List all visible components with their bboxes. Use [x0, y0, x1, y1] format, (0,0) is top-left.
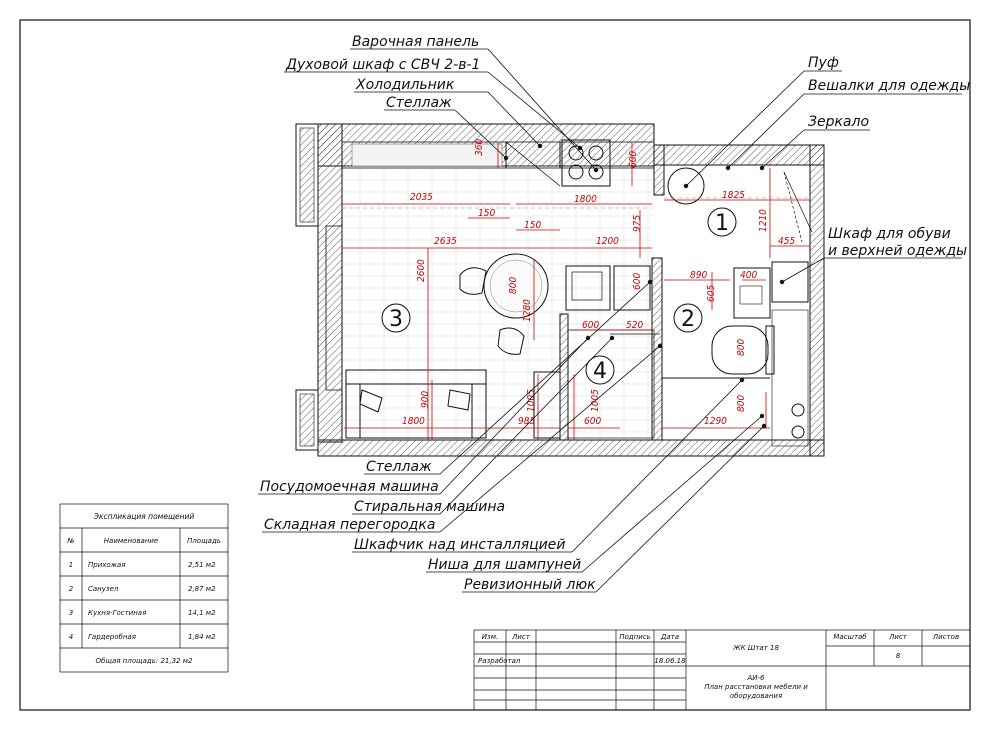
stamp-sheet-code: АИ-6	[746, 674, 765, 682]
dim-2035: 2035	[410, 192, 433, 203]
callout-fridge: Холодильник	[355, 77, 455, 93]
callout-installation-cabinet: Шкафчик над инсталляцией	[354, 537, 565, 553]
dim-150b: 150	[524, 220, 541, 231]
table-row-num: 3	[69, 609, 73, 617]
explication-header-num: №	[66, 537, 74, 545]
dim-1210: 1210	[758, 209, 769, 232]
room-markers: 1 2 3 4	[381, 207, 737, 385]
kitchen-sink	[565, 265, 611, 311]
callout-folding-partition: Складная перегородка	[264, 517, 435, 533]
table-row-area: 2,51 м2	[188, 561, 216, 569]
dim-975: 975	[632, 215, 643, 232]
callout-shoe-cabinet: Шкаф для обуви	[828, 226, 951, 242]
table-row-area: 2,87 м2	[188, 585, 216, 593]
table-row-num: 4	[69, 633, 73, 641]
explication-total: Общая площадь: 21,32 м2	[96, 657, 193, 665]
table-row-name: Гардеробная	[88, 633, 136, 641]
dim-150a: 150	[478, 208, 495, 219]
room-4: 4	[593, 359, 607, 384]
dim-600c: 600	[582, 320, 599, 331]
room-2: 2	[681, 307, 695, 332]
title-block	[473, 629, 971, 711]
dim-1800b: 1800	[402, 416, 425, 427]
dim-600b: 600	[632, 273, 643, 290]
table-row-name: Кухня-Гостиная	[88, 609, 146, 617]
table-row-name: Санузел	[88, 585, 119, 593]
callouts-bottom	[258, 281, 765, 593]
callout-washer: Стиральная машина	[354, 499, 505, 515]
callout-shelf-top: Стеллаж	[386, 95, 452, 111]
bath-fixtures	[662, 261, 809, 447]
dim-1280: 1280	[522, 299, 533, 322]
cooktop	[561, 139, 611, 187]
stamp-signature: Подпись	[619, 633, 651, 641]
explication-header-area: Площадь	[187, 537, 221, 545]
table-row-num: 1	[69, 561, 73, 569]
room-3: 3	[389, 307, 403, 332]
callout-pouf: Пуф	[808, 55, 839, 71]
sofa	[345, 369, 487, 439]
dim-800a: 800	[508, 277, 519, 294]
dim-900: 900	[420, 391, 431, 408]
callout-mirror: Зеркало	[808, 114, 869, 130]
callouts-top	[284, 48, 597, 171]
callout-hangers: Вешалки для одежды	[808, 78, 970, 94]
dining-table	[459, 253, 549, 355]
dim-2635: 2635	[434, 236, 457, 247]
stamp-developer: Разработал	[478, 657, 521, 665]
dim-985: 985	[518, 416, 535, 427]
dim-1290: 1290	[704, 416, 727, 427]
stamp-sheet-value: 8	[896, 652, 901, 660]
callouts-right	[685, 70, 962, 283]
callout-dishwasher: Посудомоечная машина	[260, 479, 439, 495]
dim-360: 360	[474, 139, 485, 156]
stamp-scale: Масштаб	[833, 633, 867, 641]
stamp-sheet: Лист	[888, 633, 908, 641]
dim-455: 455	[778, 236, 795, 247]
callout-shampoo-niche: Ниша для шампуней	[428, 557, 581, 573]
dim-800c: 800	[736, 395, 747, 412]
stamp-izm: Изм.	[482, 633, 498, 641]
stamp-sheets-total: Листов	[932, 633, 959, 641]
callout-shoe-cabinet-2: и верхней одежды	[828, 243, 967, 259]
dim-400: 400	[740, 270, 757, 281]
dim-1800a: 1800	[574, 194, 597, 205]
floor-plan: 360 600 1825 1210 2035 1800 150 150 975 …	[295, 123, 825, 457]
pouf	[667, 167, 705, 205]
stamp-sheet-title-2: оборудования	[730, 692, 782, 700]
dim-1005a: 1005	[526, 389, 537, 412]
callout-oven: Духовой шкаф с СВЧ 2-в-1	[285, 57, 480, 73]
callout-access-hatch: Ревизионный люк	[464, 577, 596, 593]
dim-600d: 600	[584, 416, 601, 427]
dim-605: 605	[706, 285, 717, 302]
dim-520: 520	[626, 320, 643, 331]
explication-table	[59, 503, 229, 673]
stamp-list: Лист	[511, 633, 531, 641]
stamp-project: ЖК Штат 18	[732, 644, 779, 652]
dim-890: 890	[690, 270, 707, 281]
table-row-name: Прихожая	[88, 561, 126, 569]
stamp-date-value: 18.06.18	[654, 657, 686, 665]
room-1: 1	[715, 211, 729, 236]
callout-cooktop: Варочная панель	[352, 34, 479, 50]
explication-title: Экспликация помещений	[93, 512, 195, 521]
table-row-num: 2	[69, 585, 74, 593]
dim-600: 600	[628, 151, 639, 168]
stamp-date: Дата	[660, 633, 679, 641]
dim-800b: 800	[736, 339, 747, 356]
table-row-area: 14,1 м2	[188, 609, 216, 617]
explication-header-name: Наименование	[104, 537, 158, 545]
stamp-sheet-title-1: План расстановки мебели и	[704, 683, 808, 691]
dim-1825: 1825	[722, 190, 745, 201]
dim-2600: 2600	[416, 259, 427, 282]
callout-shelf-bottom: Стеллаж	[366, 459, 432, 475]
dim-1200: 1200	[596, 236, 619, 247]
table-row-area: 1,84 м2	[188, 633, 216, 641]
